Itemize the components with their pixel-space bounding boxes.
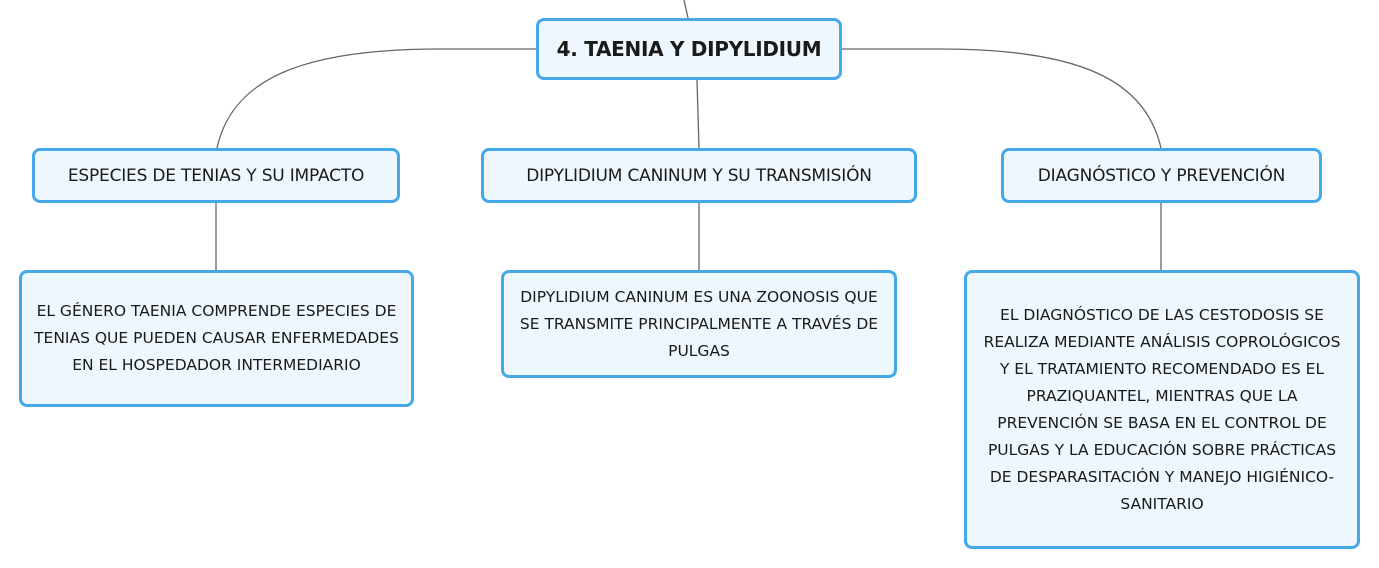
detail-node-especies[interactable]: EL GÉNERO TAENIA COMPRENDE ESPECIES DE T… (19, 270, 414, 407)
connector-root-to-branch-3 (842, 48, 1162, 149)
root-node-label: 4. TAENIA Y DIPYLIDIUM (556, 37, 822, 61)
root-node[interactable]: 4. TAENIA Y DIPYLIDIUM (536, 18, 842, 80)
detail-node-text: EL GÉNERO TAENIA COMPRENDE ESPECIES DE T… (34, 302, 399, 374)
detail-node-text: DIPYLIDIUM CANINUM ES UNA ZOONOSIS QUE S… (519, 287, 879, 360)
branch-node-diagnostico[interactable]: DIAGNÓSTICO Y PREVENCIÓN (1001, 148, 1322, 203)
connector-root-to-branch-2 (696, 79, 700, 149)
detail-node-text: EL DIAGNÓSTICO DE LAS CESTODOSIS SE REAL… (983, 305, 1341, 513)
connector-parent-to-root (683, 0, 689, 19)
branch-node-label: DIAGNÓSTICO Y PREVENCIÓN (1037, 165, 1286, 186)
detail-node-dipylidium[interactable]: DIPYLIDIUM CANINUM ES UNA ZOONOSIS QUE S… (501, 270, 897, 378)
branch-node-dipylidium[interactable]: DIPYLIDIUM CANINUM Y SU TRANSMISIÓN (481, 148, 917, 203)
branch-node-especies[interactable]: ESPECIES DE TENIAS Y SU IMPACTO (32, 148, 400, 203)
connector-root-to-branch-1 (216, 48, 536, 149)
branch-node-label: ESPECIES DE TENIAS Y SU IMPACTO (67, 165, 365, 186)
detail-node-diagnostico[interactable]: EL DIAGNÓSTICO DE LAS CESTODOSIS SE REAL… (964, 270, 1360, 549)
branch-node-label: DIPYLIDIUM CANINUM Y SU TRANSMISIÓN (526, 165, 872, 186)
